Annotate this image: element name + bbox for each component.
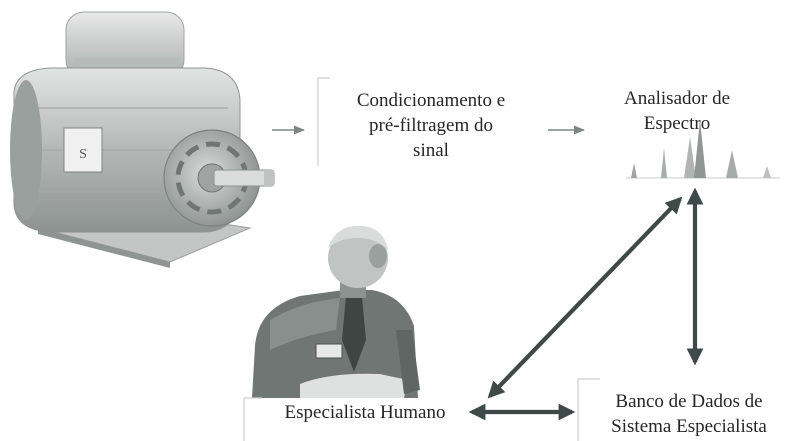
person-icon [252,226,420,398]
spectrum-line-1: Analisador de [602,86,752,111]
motor-icon: S [10,12,274,268]
conditioning-line-1: Condicionamento e [333,88,529,113]
conditioning-label: Condicionamento e pré-filtragem do sinal [333,88,529,163]
human-expert-text: Especialista Humano [270,400,460,425]
arrow-human-analyzer [490,199,680,396]
spectrum-line-2: Espectro [602,111,752,136]
human-expert-label: Especialista Humano [270,400,460,425]
database-line-1: Banco de Dados de [585,389,793,414]
spectrum-analyzer-label: Analisador de Espectro [602,86,752,136]
expert-database-label: Banco de Dados de Sistema Especialista [585,389,793,439]
human-box-frame [244,398,262,441]
database-line-2: Sistema Especialista [585,414,793,439]
conditioning-line-3: sinal [333,138,529,163]
nameplate-mark: S [79,147,87,162]
conditioning-line-2: pré-filtragem do [333,113,529,138]
conditioning-box-frame [318,78,330,166]
